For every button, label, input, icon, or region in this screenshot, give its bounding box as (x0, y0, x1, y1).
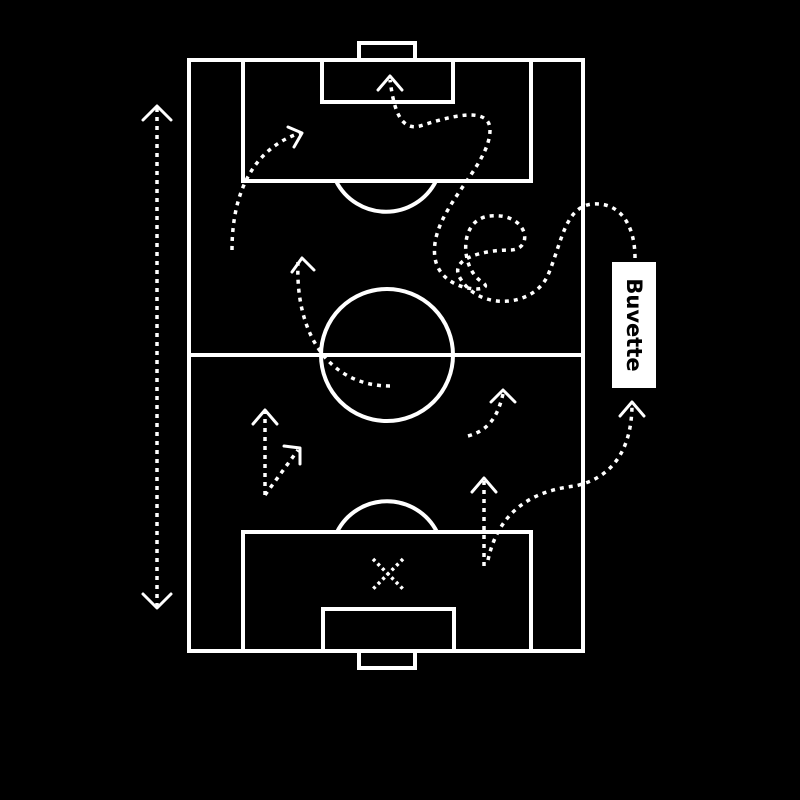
penalty-spot-cross (371, 557, 405, 591)
buvette-sign-box (612, 262, 656, 388)
arrow-up-icon (141, 104, 173, 122)
bottom-penalty-area (241, 530, 533, 653)
arrow-icon (618, 400, 646, 418)
arrow-icon (489, 388, 517, 404)
buvette-sign: Buvette (612, 262, 656, 388)
arrow-icon (290, 256, 316, 274)
path-center-left (296, 261, 391, 388)
arrow-down-icon (141, 592, 173, 610)
top-penalty-arc (334, 180, 438, 214)
pitch-markings (187, 41, 585, 670)
arrow-icon (376, 74, 404, 92)
path-winding-to-top-goal (388, 79, 637, 303)
bottom-penalty-arc (335, 499, 439, 533)
arrow-icon (282, 444, 302, 466)
top-goal (357, 41, 417, 62)
top-goal-area (320, 58, 455, 104)
center-circle (319, 287, 455, 423)
bottom-goal (357, 649, 417, 670)
buvette-label: Buvette (622, 278, 646, 371)
arrow-icon (251, 408, 279, 426)
arrow-icon (286, 125, 304, 149)
bottom-goal-area (321, 607, 456, 653)
movement-paths (230, 74, 646, 566)
path-center-right (467, 393, 505, 438)
path-top-left (230, 131, 301, 251)
pitch-length-arrow (141, 104, 173, 610)
path-bottom-left-diagonal (263, 448, 300, 497)
arrow-icon (470, 476, 498, 494)
path-to-buvette (486, 403, 634, 561)
